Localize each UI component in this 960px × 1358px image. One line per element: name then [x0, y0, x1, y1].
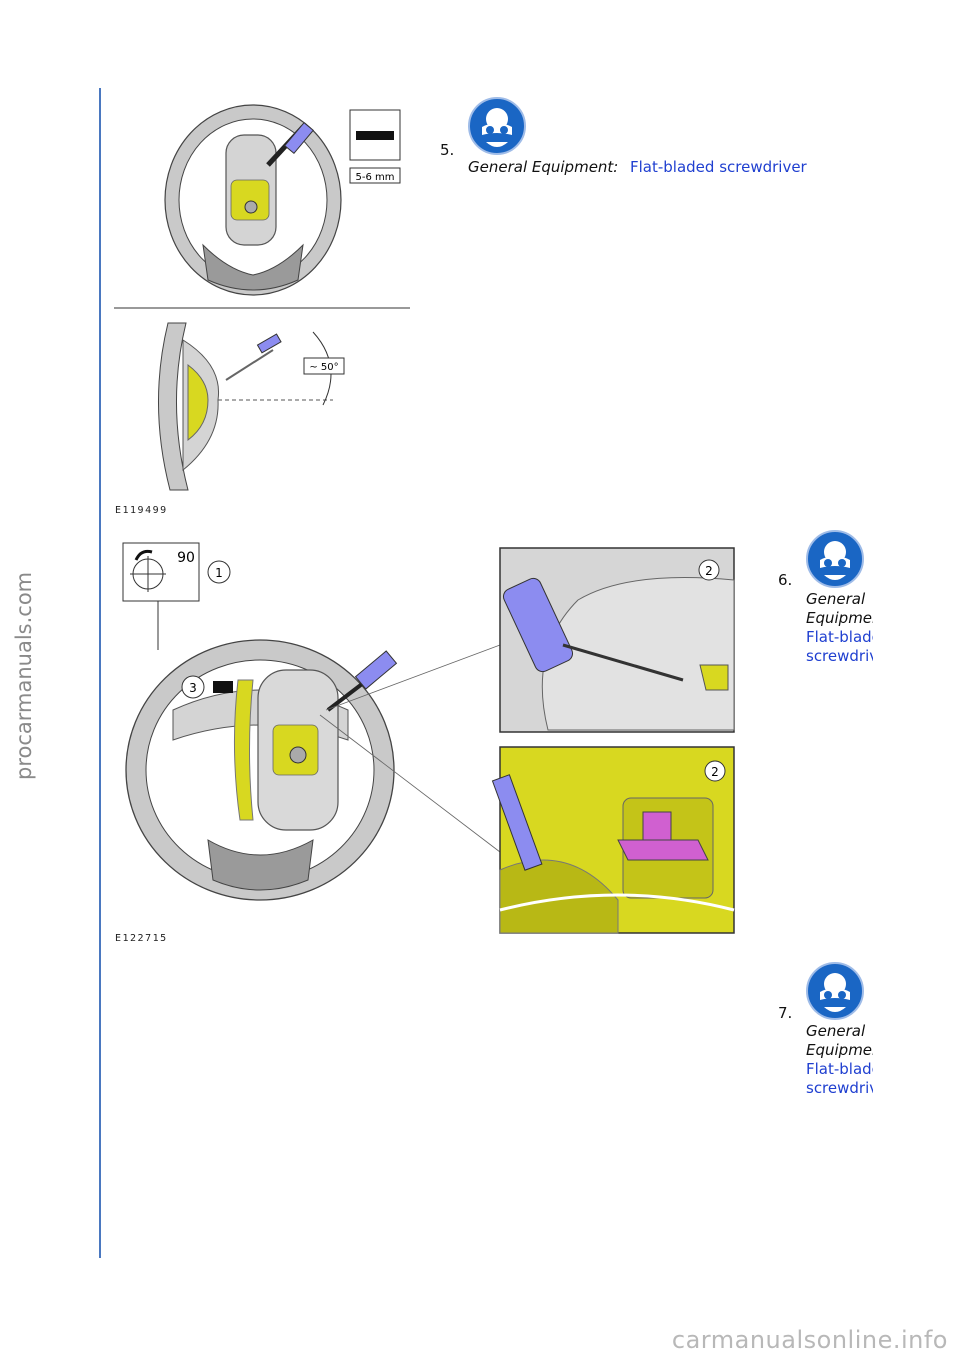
equipment-link[interactable]: Flat-bladed screwdriver [630, 158, 807, 176]
step-number: 6. [778, 571, 793, 589]
detail-view-lower: 2 [491, 746, 735, 934]
figure-code: E119499 [115, 505, 168, 516]
steering-wheel-front-view [164, 104, 342, 296]
callout-1: 1 [207, 560, 231, 584]
rotation-label: 90 [177, 550, 195, 566]
step-number: 5. [440, 141, 455, 159]
safety-goggles-icon [806, 962, 864, 1020]
steering-wheel-side-view: ~ 50° [158, 322, 345, 491]
side-watermark: procarmanuals.com [12, 571, 36, 780]
footer-watermark: carmanualsonline.info [671, 1326, 948, 1354]
figure-code: E122715 [115, 933, 168, 944]
detail-view-upper: 2 [499, 547, 735, 733]
angle-label: ~ 50° [309, 362, 338, 373]
svg-text:2: 2 [705, 564, 713, 578]
svg-text:2: 2 [711, 765, 719, 779]
safety-goggles-icon [806, 530, 864, 588]
figure-airbag-release-clips: 90 1 3 2 [122, 542, 735, 934]
equipment-link[interactable]: Flat-bladed screwdriver [806, 1060, 873, 1097]
equipment-label: General Equipment: [468, 158, 619, 176]
step-7-equipment: General Equipment: Flat-bladed screwdriv… [806, 1022, 873, 1098]
step-6-equipment: General Equipment: Flat-bladed screwdriv… [806, 590, 873, 666]
equipment-link[interactable]: Flat-bladed screwdriver [806, 628, 873, 665]
margin-rule [99, 88, 101, 1258]
blade-size-callout: 5-6 mm [349, 109, 401, 184]
callout-3: 3 [181, 675, 233, 699]
svg-text:3: 3 [189, 681, 197, 695]
steering-wheel-with-screwdriver [125, 639, 501, 901]
equipment-label: General Equipment: [806, 590, 873, 627]
blade-size-label: 5-6 mm [356, 172, 395, 183]
svg-text:1: 1 [215, 566, 223, 580]
rotation-callout: 90 [122, 542, 200, 650]
step-number: 7. [778, 1004, 793, 1022]
figure-steering-wheel-release-angle: 5-6 mm ~ 50° [114, 104, 410, 491]
equipment-label: General Equipment: [806, 1022, 873, 1059]
safety-goggles-icon [468, 97, 526, 155]
